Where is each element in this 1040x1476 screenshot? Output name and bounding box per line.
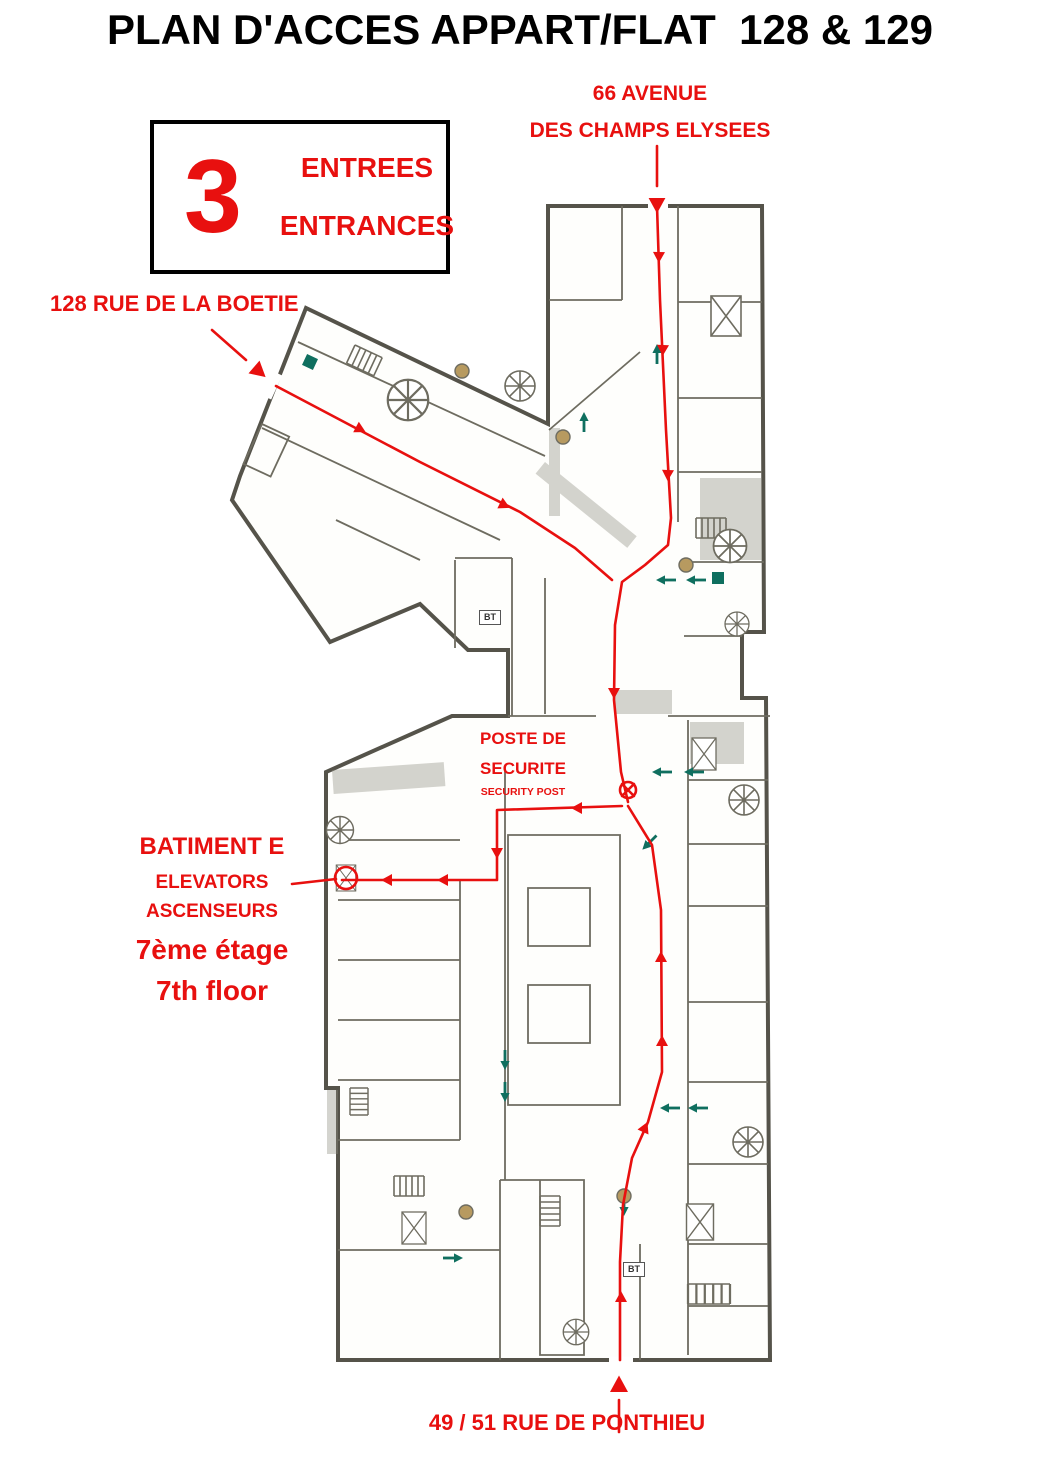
building-outline — [229, 204, 773, 1362]
entry-arrow-boetie-stem — [210, 328, 248, 362]
spiral-stair-icon — [724, 611, 750, 637]
label-champs-line1: 66 AVENUE — [592, 82, 708, 105]
elevator-icon — [401, 1211, 427, 1245]
door-marker-icon — [712, 572, 724, 584]
route-rue-de-ponthieu — [618, 804, 664, 1362]
security-line2: SECURITE — [480, 759, 566, 778]
elevator-icon — [710, 295, 742, 337]
column-icon — [555, 429, 571, 445]
column-icon — [678, 557, 694, 573]
spiral-stair-icon — [732, 1126, 764, 1158]
elevator-icon — [691, 737, 717, 771]
spiral-stair-icon — [728, 784, 760, 816]
wall-opening — [264, 372, 283, 400]
bt-marker: BT — [623, 1262, 645, 1277]
route-champs-elysees — [612, 204, 673, 804]
label-security-post: POSTE DE SECURITE SECURITY POST — [480, 729, 566, 798]
route-rue-de-la-boetie — [274, 384, 614, 582]
entrances-box: 3 ENTREES ENTRANCES — [150, 120, 454, 274]
elevator-destination-marker — [333, 865, 359, 891]
wing-room — [242, 422, 291, 478]
security-line1: POSTE DE — [480, 729, 566, 748]
spiral-stair-icon — [386, 378, 430, 422]
label-champs-elysees: 66 AVENUE DES CHAMPS ELYSEES — [530, 76, 771, 150]
junction-marker — [618, 780, 638, 800]
column-icon — [458, 1204, 474, 1220]
spiral-stair-icon — [325, 815, 355, 845]
batiment-title: BATIMENT E — [139, 833, 285, 860]
batiment-floor-en: 7th floor — [155, 975, 268, 1006]
bt-marker: BT — [479, 610, 501, 625]
entry-arrowhead-icon — [248, 360, 272, 384]
entrances-count: 3 — [184, 138, 242, 255]
column-markers — [454, 363, 694, 1220]
junction-x-icon — [620, 782, 636, 798]
column-icon — [454, 363, 470, 379]
elevator-icon — [685, 1203, 715, 1241]
spiral-stair-icon — [504, 370, 536, 402]
label-batiment-e: BATIMENT E ELEVATORS ASCENSEURS 7ème éta… — [136, 833, 289, 1007]
entry-arrowhead-icon — [610, 1375, 628, 1392]
page-title: PLAN D'ACCES APPART/FLAT 128 & 129 — [106, 6, 933, 53]
spiral-stair-icon — [712, 528, 748, 564]
batiment-ascenseurs: ASCENSEURS — [146, 901, 278, 922]
batiment-leader-line — [290, 877, 338, 886]
batiment-floor-fr: 7ème étage — [135, 934, 289, 965]
entrances-words: ENTREES ENTRANCES — [280, 152, 454, 242]
label-rue-de-ponthieu: 49 / 51 RUE DE PONTHIEU — [428, 1410, 706, 1435]
security-line3: SECURITY POST — [480, 786, 566, 798]
route-to-elevators — [340, 804, 624, 882]
batiment-elevators: ELEVATORS — [155, 872, 269, 893]
entrances-label-en: ENTRANCES — [279, 210, 455, 241]
access-routes — [210, 144, 673, 1434]
label-champs-line2: DES CHAMPS ELYSEES — [529, 118, 771, 142]
label-rue-de-la-boetie: 128 RUE DE LA BOETIE — [50, 291, 299, 316]
spiral-stair-icon — [562, 1318, 590, 1346]
entrances-label-fr: ENTREES — [300, 152, 434, 183]
